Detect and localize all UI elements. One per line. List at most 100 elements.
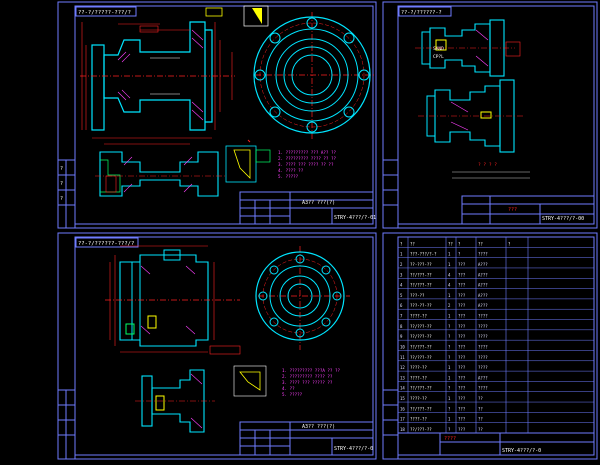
title-block: A3?? ???(?) STRY-4???/?-0 [239, 421, 374, 456]
sheet-title: ??? [508, 207, 517, 213]
svg-text:2. ????????? ???? ??: 2. ????????? ???? ?? [282, 374, 333, 379]
bom-cell: ????-?? [410, 365, 427, 370]
bom-cell: ??/???-?? [410, 386, 432, 391]
drawing-number: STRY-4???/?-01 [334, 215, 376, 221]
notes-block: ? ? ? ? [452, 162, 530, 179]
bom-cell: A??? [478, 262, 488, 267]
bom-cell: ??? [458, 406, 466, 411]
svg-text:1. ????????? ??? A?? ??: 1. ????????? ??? A?? ?? [278, 150, 336, 155]
notes-block: 1. ????????? ???A ?? ?? 2. ????????? ???… [282, 368, 340, 397]
bom-cell: ???? [478, 252, 488, 257]
title-block: ??? STRY-4???/?-00 [461, 195, 595, 225]
bom-cell: A??? [478, 283, 488, 288]
bom-cell: ??/???-?? [410, 283, 432, 288]
bom-cell: ????-?? [410, 375, 427, 380]
bom-cell: 4 [448, 272, 451, 277]
bom-cell: ??? [458, 272, 466, 277]
assembly-view-upper: SAND CP?L [415, 19, 521, 77]
drawing-number: STRY-4???/?-0 [502, 448, 541, 454]
bom-cell: 1 [448, 293, 451, 298]
sheet-top-right[interactable]: ??-?/??????-? SAND CP?L [382, 1, 598, 229]
bom-cell: ??? [458, 314, 466, 319]
side-strip [57, 389, 76, 460]
bom-cell: A??? [478, 293, 488, 298]
part-side-view [105, 245, 241, 355]
bom-cell: ??? [458, 386, 466, 391]
bom-cell: ? [448, 406, 451, 411]
bom-cell: 1 [448, 262, 451, 267]
bom-cell: 9 [400, 334, 403, 339]
bom-cell: ???-???/?-? [410, 252, 437, 257]
svg-text:3. ???? ??? ????? ??: 3. ???? ??? ????? ?? [282, 380, 333, 385]
bom-cell: 6 [400, 303, 403, 308]
bom-cell: ???? [478, 386, 488, 391]
side-strip [382, 389, 399, 460]
bom-cell: A??? [478, 375, 488, 380]
title-block: ???? STRY-4???/?-0 [439, 432, 595, 456]
bom-cell: ??/???-?? [410, 334, 432, 339]
bom-header-cell: ?? [448, 241, 453, 246]
drawing-number: STRY-4???/?-00 [542, 216, 584, 222]
bom-cell: ??? [458, 365, 466, 370]
side-strip: ? ? ? [57, 159, 76, 229]
assembly-view-lower [418, 79, 525, 153]
sheet-header: ??-?/?????-???/? [78, 10, 131, 16]
drawing-number: STRY-4???/?-0 [334, 446, 373, 452]
sheet-bottom-left[interactable]: ??-?/??????-???/? [57, 232, 377, 460]
bom-table: ?????????1???-???/?-?1?????2??-???-??1??… [397, 236, 595, 434]
sheet-top-left[interactable]: ? ? ? ??-?/?????-???/? [57, 1, 377, 229]
bom-cell: ??/???-?? [410, 324, 432, 329]
svg-text:2. ????????? ???? ?? ??: 2. ????????? ???? ?? ?? [278, 156, 336, 161]
drawing-frame [74, 5, 374, 225]
sheet-bottom-right[interactable]: ?????????1???-???/?-?1?????2??-???-??1??… [382, 232, 598, 460]
bom-header-cell: ? [508, 241, 511, 246]
bom-cell: ??? [458, 334, 466, 339]
bom-cell: ??? [458, 262, 466, 267]
title-block: A3?? ???(?) STRY-4???/?-01 [239, 191, 376, 225]
sheet-border [57, 1, 377, 229]
bom-cell: ????-?? [410, 396, 427, 401]
bom-cell: 8 [400, 324, 403, 329]
svg-text:?: ? [60, 166, 63, 172]
bom-cell: ?? [478, 427, 483, 432]
bom-cell: ??? [458, 355, 466, 360]
bom-cell: ??? [458, 344, 466, 349]
bom-cell: ??/???-?? [410, 355, 432, 360]
bom-cell: ?? [478, 396, 483, 401]
bom-cell: ??? [458, 293, 466, 298]
bom-cell: 1 [448, 314, 451, 319]
bom-cell: ? [448, 355, 451, 360]
bom-cell: 4 [400, 283, 403, 288]
bom-cell: ????-?? [410, 314, 427, 319]
bom-cell: 3 [400, 272, 403, 277]
bom-cell: ?? [478, 406, 483, 411]
bom-cell: ??? [458, 375, 466, 380]
bom-cell: 2 [400, 262, 403, 267]
bom-cell: ??? [458, 324, 466, 329]
bom-cell: 17 [400, 417, 405, 422]
bom-cell: 2 [448, 303, 451, 308]
bom-cell: 1 [448, 396, 451, 401]
bom-cell: ??? [458, 303, 466, 308]
bom-cell: 4 [448, 283, 451, 288]
bom-cell: ???-??-?? [410, 303, 432, 308]
bom-cell: 1 [400, 252, 403, 257]
bom-header-cell: ?? [478, 241, 483, 246]
part-front-view [243, 5, 375, 143]
sheet-title: A3?? ???(?) [302, 200, 335, 206]
bom-cell: 1 [448, 252, 451, 257]
bom-cell: ??/???-?? [410, 427, 432, 432]
part-front-view [255, 246, 350, 350]
svg-text:SAND: SAND [433, 46, 444, 52]
bom-cell: 1 [448, 365, 451, 370]
bom-cell: 1 [448, 417, 451, 422]
bom-cell: ?? [478, 417, 483, 422]
svg-text:3. ???? ??? ???? ?? ??: 3. ???? ??? ???? ?? ?? [278, 162, 334, 167]
bom-cell: ? [448, 344, 451, 349]
bom-cell: ??? [458, 396, 466, 401]
svg-text:? ? ? ?: ? ? ? ? [478, 162, 497, 168]
bom-cell: ? [448, 324, 451, 329]
bom-cell: ? [448, 334, 451, 339]
